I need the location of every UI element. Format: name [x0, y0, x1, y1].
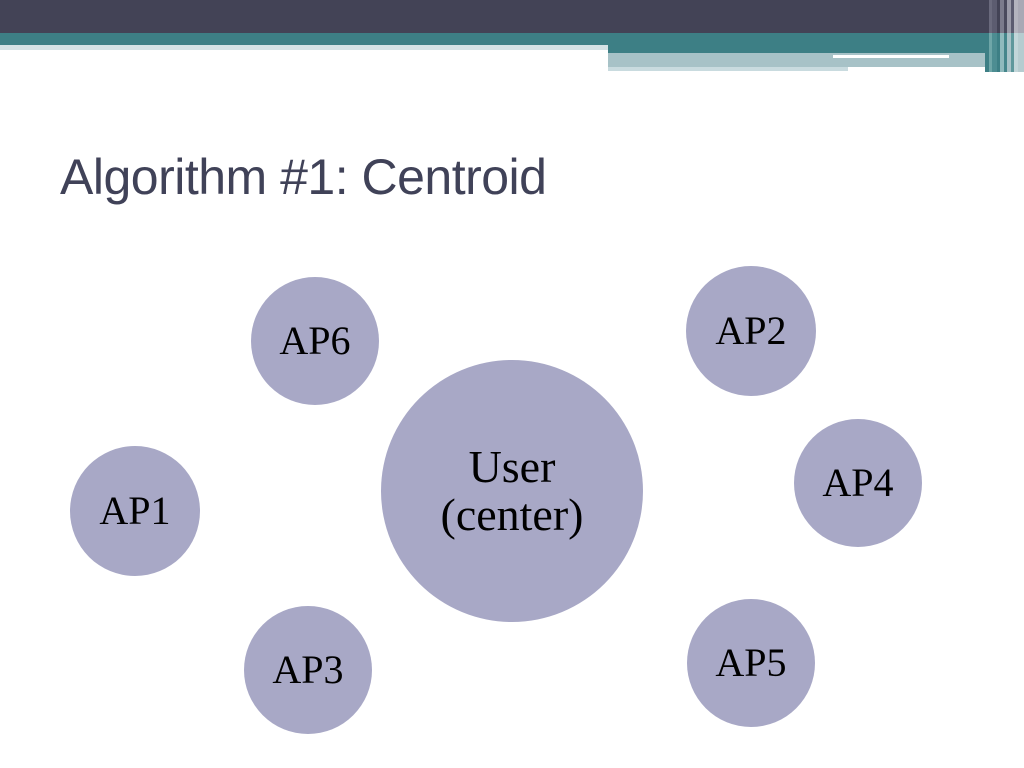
header-light-band-b — [608, 58, 1024, 67]
header-teal-band-right — [608, 33, 1024, 53]
node-label-user-center-line2: (center) — [440, 489, 584, 540]
node-user-center: User(center) — [381, 360, 643, 622]
node-label-ap5: AP5 — [715, 640, 787, 686]
node-ap6: AP6 — [251, 277, 379, 405]
header-stripe-stripe-4-top — [997, 0, 1000, 33]
page-title: Algorithm #1: Centroid — [60, 149, 547, 205]
header-light-band-a — [608, 53, 1024, 58]
header-stripe-stripe-8-bottom — [1011, 33, 1014, 72]
header-stripe-stripe-9-top — [1014, 0, 1018, 33]
header-stripe-stripe-6-bottom — [1004, 33, 1007, 72]
header-stripe-stripe-1-top — [985, 0, 989, 33]
header-stripe-stripe-1-bottom — [985, 33, 989, 72]
header-stripe-stripe-3-top — [992, 0, 997, 33]
header-stripe-stripe-10-top — [1018, 0, 1024, 33]
node-ap4: AP4 — [794, 419, 922, 547]
header-stripe-stripe-6-top — [1004, 0, 1007, 33]
header-stripe-stripe-10-bottom — [1018, 33, 1024, 72]
node-ap3: AP3 — [244, 606, 372, 734]
node-ap2: AP2 — [686, 266, 816, 396]
header-pale-band-left — [0, 45, 608, 50]
header-stripe-stripe-7-top — [1007, 0, 1011, 33]
header-stripe-stripe-2-top — [989, 0, 992, 33]
header-stripe-stripe-7-bottom — [1007, 33, 1011, 72]
header-stripe-stripe-5-bottom — [1000, 33, 1004, 72]
node-label-ap6: AP6 — [279, 318, 351, 364]
header-stripe-stripe-8-top — [1011, 0, 1014, 33]
node-ap1: AP1 — [70, 446, 200, 576]
node-label-ap3: AP3 — [272, 647, 344, 693]
node-label-ap1: AP1 — [99, 488, 171, 534]
header-stripe-stripe-2-bottom — [989, 33, 992, 72]
node-ap5: AP5 — [687, 599, 815, 727]
node-label-ap4: AP4 — [822, 460, 894, 506]
node-label-ap2: AP2 — [715, 308, 787, 354]
header-teal-band-left — [0, 33, 608, 45]
node-label-user-center-line1: User — [468, 441, 556, 493]
header-stripe-stripe-9-bottom — [1014, 33, 1018, 72]
header-stripe-stripe-5-top — [1000, 0, 1004, 33]
header-dark-band — [0, 0, 1024, 33]
header-light-band-c — [608, 67, 848, 71]
node-label-user-center: User(center) — [441, 443, 584, 539]
header-stripe-stripe-4-bottom — [997, 33, 1000, 72]
header-stripe-stripe-3-bottom — [992, 33, 997, 72]
header-light-band-gap — [833, 55, 949, 59]
